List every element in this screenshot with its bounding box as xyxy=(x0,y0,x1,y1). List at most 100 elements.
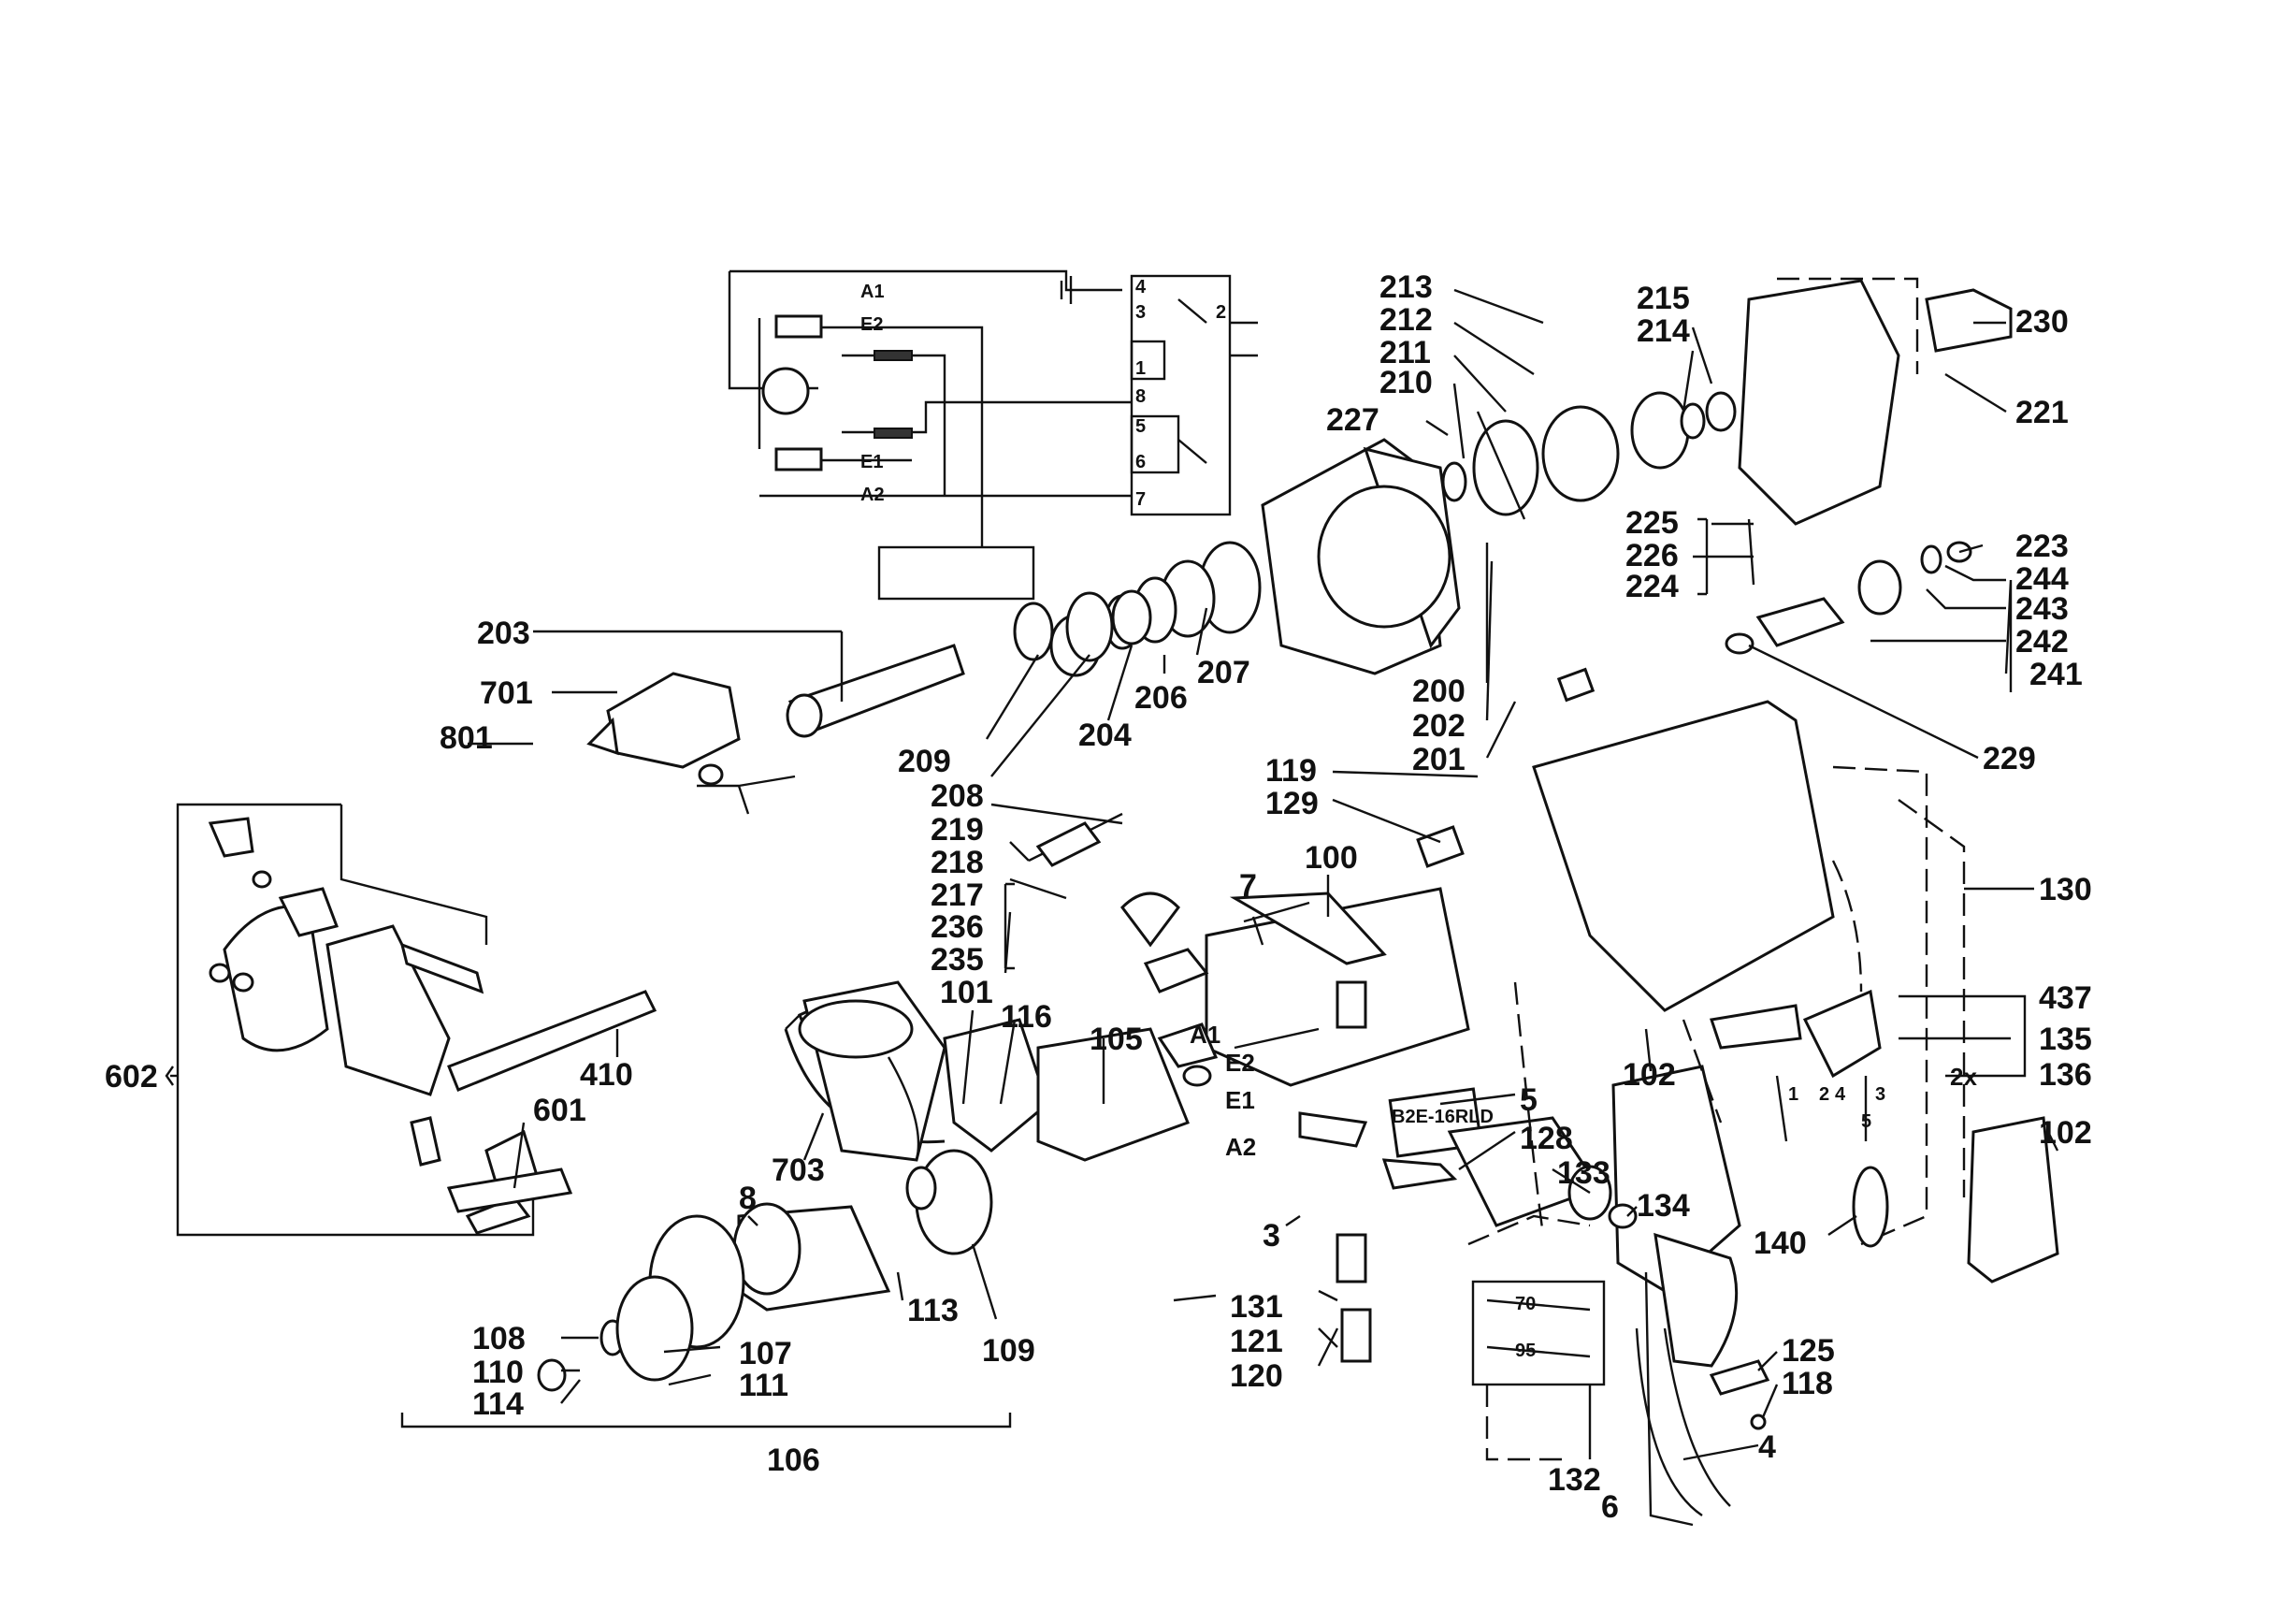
label-140: 140 xyxy=(1754,1225,1807,1261)
schematic-terminal-8: 8 xyxy=(1135,386,1146,407)
terminal-3: 3 xyxy=(1875,1084,1885,1105)
label-602: 602 xyxy=(105,1059,158,1095)
label-242: 242 xyxy=(2015,624,2069,660)
label-113: 113 xyxy=(907,1293,959,1328)
label-133: 133 xyxy=(1557,1155,1610,1191)
bracket-106 xyxy=(400,1413,1012,1428)
label-230: 230 xyxy=(2015,304,2069,340)
terminal-5: 5 xyxy=(1861,1111,1871,1132)
schematic-label-a2: A2 xyxy=(860,485,885,505)
label-203: 203 xyxy=(477,616,530,651)
label-111: 111 xyxy=(739,1368,788,1403)
label-214: 214 xyxy=(1637,313,1690,349)
terminal-1: 1 xyxy=(1788,1084,1798,1105)
label-101: 101 xyxy=(940,975,993,1010)
label-109: 109 xyxy=(982,1333,1035,1369)
label-236: 236 xyxy=(931,909,984,945)
rating-plate-text: B2E-16RLD xyxy=(1392,1107,1494,1127)
label-213: 213 xyxy=(1379,269,1433,305)
auxiliary-handle-group xyxy=(176,803,946,1237)
label-226: 226 xyxy=(1625,538,1679,573)
label-601: 601 xyxy=(533,1093,586,1128)
label-211: 211 xyxy=(1379,335,1431,370)
spindle-group xyxy=(586,589,1152,815)
terminal-4: 4 xyxy=(1835,1084,1846,1105)
label-e2: E2 xyxy=(1225,1049,1255,1077)
label-106: 106 xyxy=(767,1443,820,1478)
label-102: 102 xyxy=(1623,1057,1676,1093)
label-217: 217 xyxy=(931,877,984,913)
label-7: 7 xyxy=(1239,868,1257,904)
schematic-terminal-3: 3 xyxy=(1135,302,1146,323)
label-202: 202 xyxy=(1412,708,1466,744)
label-207: 207 xyxy=(1197,655,1250,690)
label-110: 110 xyxy=(472,1355,524,1390)
label-102-second: 102 xyxy=(2039,1115,2092,1151)
label-244: 244 xyxy=(2015,561,2069,597)
label-8: 8 xyxy=(739,1181,757,1216)
leader-lines xyxy=(170,288,2059,1461)
terminal-2: 2 xyxy=(1819,1084,1829,1105)
gearbox-group xyxy=(1049,277,2013,703)
label-136: 136 xyxy=(2039,1057,2092,1093)
label-121: 121 xyxy=(1230,1324,1283,1359)
label-703: 703 xyxy=(772,1153,825,1188)
label-134: 134 xyxy=(1637,1188,1690,1224)
schematic-terminal-2: 2 xyxy=(1216,302,1226,323)
label-241: 241 xyxy=(2029,657,2083,692)
group-brackets xyxy=(165,517,2027,1086)
label-227: 227 xyxy=(1326,402,1379,438)
label-118: 118 xyxy=(1782,1366,1833,1401)
schematic-terminal-6: 6 xyxy=(1135,452,1146,472)
label-100: 100 xyxy=(1305,840,1358,876)
label-125: 125 xyxy=(1782,1333,1835,1369)
label-229: 229 xyxy=(1983,741,2036,776)
schematic-terminal-5: 5 xyxy=(1135,416,1146,437)
label-4: 4 xyxy=(1758,1429,1776,1465)
label-224: 224 xyxy=(1625,569,1679,604)
schematic-terminal-1: 1 xyxy=(1135,358,1146,379)
schematic-label-e2: E2 xyxy=(860,314,883,335)
label-219: 219 xyxy=(931,812,984,848)
label-701: 701 xyxy=(480,675,533,711)
label-5: 5 xyxy=(1520,1082,1538,1118)
label-201: 201 xyxy=(1412,742,1466,777)
label-129: 129 xyxy=(1265,786,1319,821)
label-410: 410 xyxy=(580,1057,633,1093)
label-437: 437 xyxy=(2039,980,2092,1016)
label-210: 210 xyxy=(1379,365,1433,400)
label-108: 108 xyxy=(472,1321,526,1356)
label-131: 131 xyxy=(1230,1289,1283,1325)
label-212: 212 xyxy=(1379,302,1433,338)
label-206: 206 xyxy=(1134,680,1188,716)
label-200: 200 xyxy=(1412,674,1466,709)
label-qty-2x: 2x xyxy=(1950,1063,1977,1091)
wiring-schematic: A1 E2 E1 A2 4 3 2 1 8 5 6 7 xyxy=(728,269,1258,601)
schematic-label-a1: A1 xyxy=(860,282,885,302)
label-a2: A2 xyxy=(1225,1133,1256,1161)
cable-mark-70: 70 xyxy=(1515,1294,1536,1314)
label-225: 225 xyxy=(1625,505,1679,541)
label-114: 114 xyxy=(472,1386,524,1422)
cable-mark-95: 95 xyxy=(1515,1341,1536,1361)
label-208: 208 xyxy=(931,778,984,814)
label-128: 128 xyxy=(1520,1121,1573,1156)
schematic-label-e1: E1 xyxy=(860,452,883,472)
part-labels: 213 212 211 210 227 215 214 230 221 225 … xyxy=(105,269,2092,1525)
label-116: 116 xyxy=(1001,999,1052,1035)
label-135: 135 xyxy=(2039,1022,2092,1057)
label-6: 6 xyxy=(1601,1489,1619,1525)
label-107: 107 xyxy=(739,1336,792,1371)
label-801: 801 xyxy=(440,720,493,756)
label-130: 130 xyxy=(2039,872,2092,907)
label-221: 221 xyxy=(2015,395,2069,430)
label-223: 223 xyxy=(2015,529,2069,564)
label-132: 132 xyxy=(1548,1462,1601,1498)
label-a1: A1 xyxy=(1190,1021,1220,1049)
schematic-terminal-7: 7 xyxy=(1135,489,1146,510)
label-204: 204 xyxy=(1078,718,1132,753)
label-215: 215 xyxy=(1637,281,1690,316)
label-3: 3 xyxy=(1263,1218,1280,1254)
